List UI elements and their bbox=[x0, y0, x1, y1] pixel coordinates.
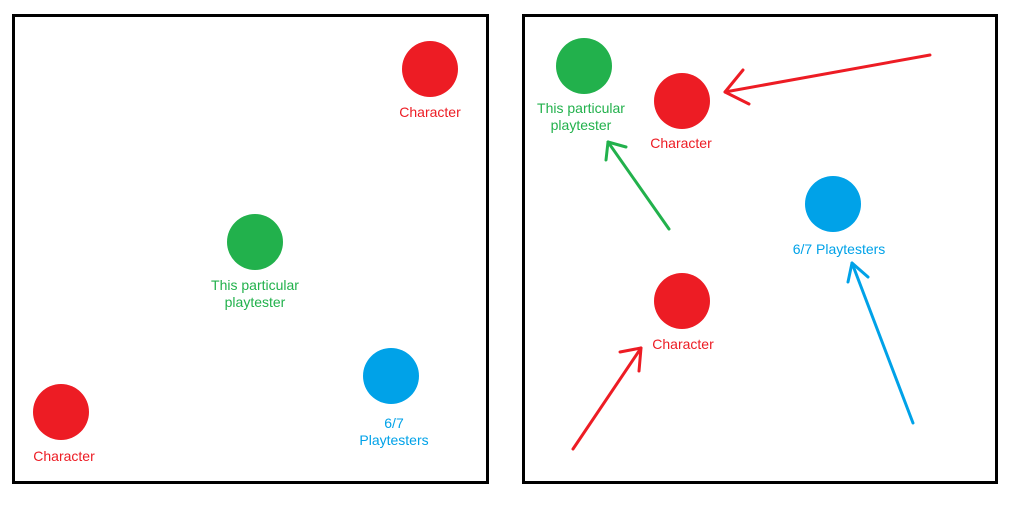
other-playtesters-label: 6/7 Playtesters bbox=[792, 241, 886, 257]
arrow-to-top-character-head bbox=[723, 68, 751, 106]
character-mid-dot bbox=[654, 273, 710, 329]
character-mid-label: Character bbox=[652, 336, 714, 352]
playtester-dot bbox=[556, 38, 612, 94]
arrow-to-playtester bbox=[606, 140, 671, 231]
character-top-label: Character bbox=[650, 135, 712, 151]
other-playtesters-dot bbox=[805, 176, 861, 232]
playtester-label: This particular playtester bbox=[211, 277, 299, 310]
arrow-to-playtester-head bbox=[604, 140, 628, 162]
character-top-dot bbox=[402, 41, 458, 97]
arrow-to-mid-character-head bbox=[618, 346, 643, 373]
character-bottom-label: Character bbox=[33, 448, 95, 464]
left-panel: Character This particular playtester 6/7… bbox=[12, 14, 489, 484]
character-top-label: Character bbox=[399, 104, 461, 120]
other-playtesters-label: 6/7 Playtesters bbox=[359, 415, 429, 448]
character-bottom-dot bbox=[33, 384, 89, 440]
arrow-to-mid-character bbox=[571, 346, 643, 451]
right-panel: This particular playtester Character 6/7… bbox=[522, 14, 998, 484]
arrow-to-top-character bbox=[723, 53, 932, 94]
movement-arrows bbox=[571, 53, 932, 451]
arrow-to-other-playtesters bbox=[850, 261, 915, 425]
character-top-dot bbox=[654, 73, 710, 129]
other-playtesters-dot bbox=[363, 348, 419, 404]
arrow-to-other-playtesters-head bbox=[846, 261, 870, 284]
playtester-label: This particular playtester bbox=[537, 100, 625, 133]
playtester-dot bbox=[227, 214, 283, 270]
